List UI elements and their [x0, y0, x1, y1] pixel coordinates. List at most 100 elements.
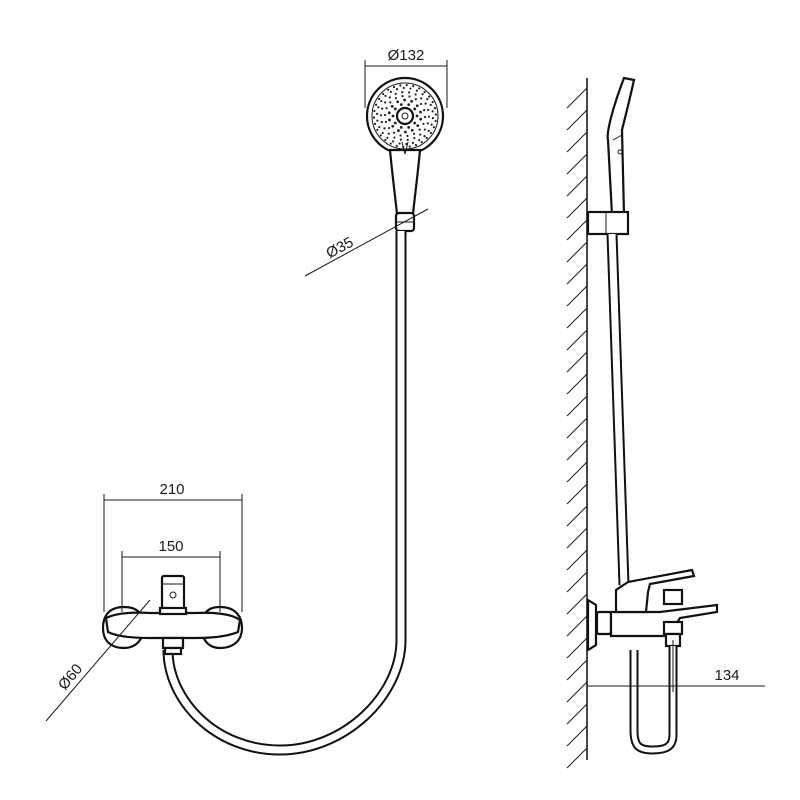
- spray-nozzle: [380, 121, 383, 124]
- hatch-line: [566, 593, 588, 615]
- hose-side-loop: [629, 646, 678, 755]
- spray-nozzle: [403, 130, 407, 134]
- spray-nozzle: [402, 86, 405, 90]
- spray-nozzle: [386, 136, 389, 139]
- spray-nozzle: [394, 92, 397, 95]
- spray-nozzle: [426, 97, 429, 101]
- spray-nozzle: [393, 136, 396, 139]
- projection-label: 134: [714, 667, 739, 684]
- spray-nozzle: [429, 131, 433, 135]
- spray-nozzle: [381, 131, 384, 135]
- spray-nozzle: [399, 134, 402, 137]
- spray-nozzle: [423, 115, 427, 119]
- spray-nozzle: [431, 110, 434, 113]
- spray-nozzle: [379, 114, 383, 117]
- spray-nozzle: [384, 101, 387, 104]
- spray-nozzle: [372, 116, 376, 119]
- center-width-label: 150: [158, 538, 183, 555]
- overall-width-label: 210: [159, 481, 184, 498]
- hatch-line: [566, 703, 588, 725]
- hatch-line: [566, 725, 588, 747]
- hatch-line: [566, 175, 588, 197]
- dimension-overall-width: 210: [103, 481, 243, 612]
- hose-inner: [164, 231, 405, 754]
- spray-nozzle: [378, 126, 381, 129]
- spray-nozzle: [427, 115, 431, 118]
- spray-nozzle: [431, 100, 434, 104]
- shower-hose-front: [162, 231, 407, 756]
- spray-nozzle: [427, 108, 430, 111]
- mixer-side-diverter: [662, 588, 684, 606]
- spray-nozzle: [393, 121, 397, 125]
- mixer-side-flange: [586, 598, 598, 652]
- mixer-outlet: [161, 636, 185, 650]
- spray-nozzle: [373, 109, 376, 113]
- spray-nozzle: [423, 134, 426, 138]
- spray-nozzle: [383, 127, 386, 130]
- spray-nozzle: [381, 107, 384, 110]
- spray-nozzle: [430, 123, 433, 126]
- hose-side-inner: [608, 233, 628, 586]
- spray-nozzle: [409, 87, 412, 90]
- spray-nozzle: [384, 94, 387, 98]
- dimension-hose-diameter: Ø35: [304, 208, 429, 277]
- spray-nozzle: [434, 119, 437, 123]
- spray-nozzle: [376, 119, 379, 122]
- spray-nozzle: [389, 101, 392, 104]
- spray-nozzle: [413, 121, 417, 125]
- spray-nozzle: [427, 129, 430, 132]
- dim-line-flange: [45, 599, 151, 722]
- spray-nozzle: [423, 90, 426, 94]
- spray-nozzle: [373, 122, 377, 125]
- spray-nozzle: [384, 120, 387, 123]
- shower-handle: [388, 148, 422, 216]
- spray-nozzle: [425, 136, 428, 140]
- spray-nozzle: [407, 103, 411, 106]
- spray-nozzle: [419, 133, 422, 136]
- spray-nozzle: [419, 102, 423, 106]
- spray-nozzle: [376, 128, 379, 132]
- spray-nozzle: [420, 140, 423, 144]
- spray-nozzle: [377, 106, 380, 109]
- hatch-line: [566, 285, 588, 307]
- hatch-line: [566, 439, 588, 461]
- spray-nozzle: [384, 138, 387, 142]
- mixer-side-lever: [614, 568, 696, 614]
- shower-handle-detail: [401, 141, 409, 155]
- hose-diameter-label: Ø35: [323, 234, 356, 262]
- spray-nozzle: [405, 83, 408, 87]
- spray-nozzle: [387, 88, 390, 92]
- mixer-outlet-nut: [163, 646, 183, 656]
- spray-nozzle: [387, 132, 390, 135]
- hatch-line: [566, 241, 588, 263]
- spray-nozzle: [394, 97, 397, 100]
- spray-nozzle: [422, 122, 425, 125]
- hatch-line: [566, 109, 588, 131]
- spray-nozzle: [413, 107, 417, 111]
- hatch-line: [566, 373, 588, 395]
- hatch-line: [566, 153, 588, 175]
- spray-nozzle: [401, 95, 404, 98]
- spray-nozzle: [375, 103, 378, 106]
- spray-nozzle: [431, 117, 435, 120]
- spray-nozzle: [432, 126, 435, 129]
- spray-nozzle: [388, 96, 391, 99]
- spray-nozzle: [410, 100, 413, 103]
- spray-nozzle: [419, 117, 423, 121]
- hatch-line: [566, 351, 588, 373]
- spray-nozzle: [414, 98, 417, 101]
- spray-nozzle: [403, 98, 407, 102]
- mixer-side-nut: [595, 610, 613, 636]
- hatch-line: [566, 747, 588, 769]
- mixer-lever: [160, 574, 186, 612]
- spray-nozzle: [392, 85, 396, 89]
- spray-nozzle: [413, 132, 416, 135]
- spray-nozzle: [429, 103, 432, 106]
- spray-nozzle: [418, 128, 421, 131]
- dim-line-hose: [304, 208, 429, 277]
- mixer-body: [104, 611, 242, 640]
- spray-nozzle: [395, 144, 398, 147]
- spray-nozzle: [388, 118, 391, 122]
- spray-nozzle: [424, 102, 427, 105]
- spray-nozzle: [375, 112, 379, 115]
